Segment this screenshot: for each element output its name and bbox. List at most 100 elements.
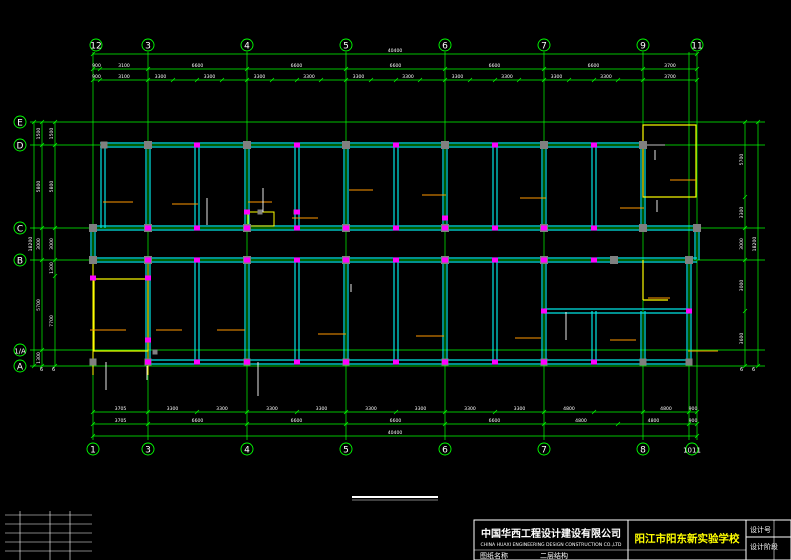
- dim-top-total-tick: [90, 51, 96, 57]
- axis-bubble-top: 5: [343, 42, 349, 52]
- dim-small-text: 6: [40, 367, 43, 373]
- dim-bottom-total-tick: [90, 433, 96, 439]
- axis-bubble-top: 9: [640, 42, 646, 52]
- column: [693, 224, 701, 232]
- axis-bubble-top: 6: [442, 42, 448, 52]
- dim-bottom-row1-tick: [244, 409, 250, 415]
- dim-top-row1-tick: [694, 66, 700, 72]
- dim-top-row2-tick: [244, 77, 250, 83]
- dim-bottom-row2-tick: [90, 421, 96, 427]
- axis-bubble-bottom: 7: [541, 446, 547, 456]
- dim-top-row2-tick: [640, 77, 646, 83]
- axis-bubble-bottom: 4: [244, 446, 250, 456]
- dim-bottom-row2-text: 3705: [115, 418, 127, 424]
- beam-joint: [492, 257, 498, 263]
- axis-bubble-top-circle: [339, 38, 353, 52]
- dim-right-a-tick: [742, 257, 748, 263]
- dim-bottom-total-tick: [694, 433, 700, 439]
- dim-left-b-text: 3000: [49, 238, 55, 250]
- dim-left-a-tick: [39, 363, 45, 369]
- axis-bubble-left: E: [17, 119, 23, 129]
- dim-bottom-row2-tick: [145, 421, 151, 427]
- axis-bubble-bottom: 5: [343, 446, 349, 456]
- axis-bubble-bottom-circle: [685, 442, 699, 456]
- dim-left-b-text: 1300: [49, 262, 55, 274]
- rebar-marks: [90, 150, 718, 396]
- dim-left-b-tick: [52, 273, 58, 279]
- beam-joint: [492, 142, 498, 148]
- beam-joint: [591, 225, 597, 231]
- dim-top-row2-text: 3300: [501, 74, 513, 80]
- dim-top-total-text: 40400: [388, 48, 403, 54]
- dim-left-b-text: 5800: [49, 181, 55, 193]
- axis-bubble-top: 4: [244, 42, 250, 52]
- dim-left-a-tick: [39, 257, 45, 263]
- company-name-cn: 中国华西工程设计建设有限公司: [481, 527, 621, 540]
- axis-bubble-top: 3: [145, 42, 151, 52]
- dim-bottom-row2-tick: [343, 421, 349, 427]
- column: [441, 141, 449, 149]
- axis-bubble-bottom: 8: [640, 446, 646, 456]
- beam-joints: [90, 142, 692, 365]
- dim-top-row2-tick: [368, 77, 374, 83]
- beam-joint: [442, 225, 448, 231]
- axis-bubble-left-circle: [13, 253, 27, 267]
- beam-joint: [686, 308, 692, 314]
- axis-bubble-left: B: [17, 257, 23, 267]
- dim-bottom-row2-text: 6600: [291, 418, 303, 424]
- dim-left-b-tick: [52, 363, 58, 369]
- column: [89, 224, 97, 232]
- beam-joint: [194, 142, 200, 148]
- dim-bottom-row1-tick: [90, 409, 96, 415]
- dim-left-b-text: 1500: [49, 128, 55, 140]
- dim-small-text: 6: [740, 367, 743, 373]
- dim-bottom-row1-tick: [694, 409, 700, 415]
- dim-top-row2-tick: [615, 77, 621, 83]
- dim-right-total-text: 18200: [752, 237, 758, 252]
- dim-top-row1-tick: [343, 66, 349, 72]
- dim-right-a-tick: [742, 363, 748, 369]
- axis-bubble-top: 11: [691, 42, 702, 52]
- dim-bottom-row2-text: 900: [689, 418, 698, 424]
- dim-bottom-row1-tick: [492, 409, 498, 415]
- dim-top-row2-text: 900: [92, 74, 101, 80]
- axis-bubble-top-circle: [438, 38, 452, 52]
- column: [639, 224, 647, 232]
- dim-left-total-text: 18200: [28, 237, 34, 252]
- dim-right-total-tick: [755, 119, 761, 125]
- axis-bubble-top-circle: [141, 38, 155, 52]
- dim-top-row1-text: 6600: [192, 63, 204, 69]
- dim-left-a-text: 5800: [36, 181, 42, 193]
- dim-bottom-row2-tick: [541, 421, 547, 427]
- dim-bottom-row2-tick: [694, 421, 700, 427]
- sheet-name: 二层结构: [540, 551, 568, 560]
- beam-joint: [442, 215, 448, 221]
- axis-bubble-bottom-circle: [537, 442, 551, 456]
- dim-left-b-tick: [52, 119, 58, 125]
- column: [144, 141, 152, 149]
- axis-bubble-bottom-circle: [339, 442, 353, 456]
- dim-left-a-text: 3000: [36, 238, 42, 250]
- dim-top-row1-text: 3100: [118, 63, 130, 69]
- beam-joint: [541, 257, 547, 263]
- beam-joint: [244, 257, 250, 263]
- dim-bottom-row1-tick: [294, 409, 300, 415]
- dim-top-row2-tick: [194, 77, 200, 83]
- dim-top-row2-text: 3300: [155, 74, 167, 80]
- beam-joint: [492, 359, 498, 365]
- dim-top-row2-tick: [90, 77, 96, 83]
- dim-left-b-tick: [52, 225, 58, 231]
- beam-joint: [244, 225, 250, 231]
- dim-bottom-row1-text: 4800: [660, 406, 672, 412]
- dim-top-row2-text: 3300: [254, 74, 266, 80]
- column: [257, 209, 263, 215]
- beam-joint: [343, 257, 349, 263]
- axis-bubble-left: C: [17, 225, 23, 235]
- beam-joint: [541, 225, 547, 231]
- dim-top-row2-text: 3100: [118, 74, 130, 80]
- beam-joint: [145, 275, 151, 281]
- dim-left-total-tick: [31, 363, 37, 369]
- dim-bottom-row1-text: 3705: [115, 406, 127, 412]
- axis-bubble-top-circle: [537, 38, 551, 52]
